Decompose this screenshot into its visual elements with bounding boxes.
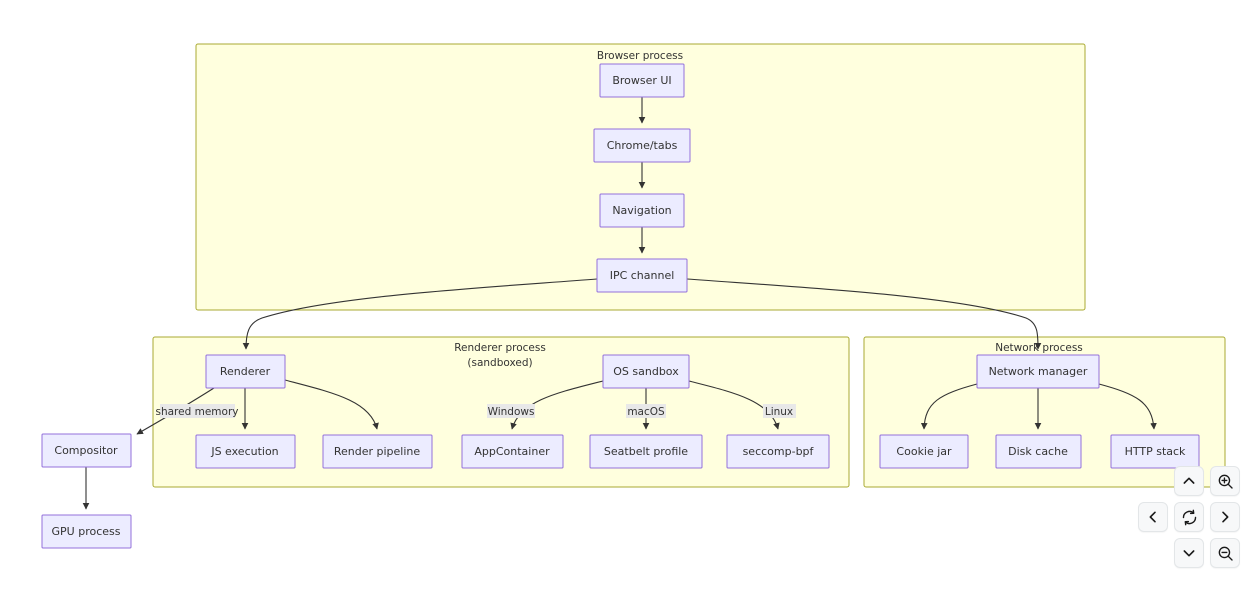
edge-network-manager-to-cookie-jar — [920, 383, 978, 430]
node-seatbelt-profile-rect[interactable] — [589, 434, 703, 469]
chevron-up-icon — [1183, 477, 1195, 484]
node-seatbelt-profile-label: Seatbelt profile — [604, 445, 688, 458]
cluster-renderer-process-label-line1: Renderer process — [454, 342, 546, 354]
node-renderer[interactable]: Renderer — [205, 354, 286, 389]
zoom-out-button[interactable] — [1210, 538, 1240, 568]
node-ipc-channel[interactable]: IPC channel — [596, 258, 688, 293]
edge-network-manager-to-http-stack — [1098, 383, 1157, 430]
pan-right-button[interactable] — [1210, 502, 1240, 532]
node-compositor-rect[interactable] — [41, 433, 132, 468]
zoom-out-icon — [1218, 546, 1233, 561]
pan-left-button[interactable] — [1138, 502, 1168, 532]
node-gpu-process-rect[interactable] — [41, 514, 132, 549]
node-appcontainer-label: AppContainer — [474, 445, 550, 458]
node-navigation-label: Navigation — [612, 204, 671, 217]
edge-label-windows: Windows — [487, 404, 535, 418]
cluster-renderer-process-label-line2: (sandboxed) — [467, 357, 532, 369]
node-seccomp-bpf[interactable]: seccomp-bpf — [726, 434, 830, 469]
node-render-pipeline-label: Render pipeline — [334, 445, 421, 458]
node-chrome-tabs-rect[interactable] — [593, 128, 691, 163]
node-ipc-channel-label: IPC channel — [610, 269, 675, 282]
node-os-sandbox-label: OS sandbox — [613, 365, 679, 378]
node-js-execution-rect[interactable] — [195, 434, 296, 469]
edge-label-linux-bg — [763, 404, 796, 418]
node-render-pipeline-rect[interactable] — [322, 434, 433, 469]
node-cookie-jar[interactable]: Cookie jar — [879, 434, 969, 469]
node-appcontainer-rect[interactable] — [461, 434, 564, 469]
edge-ipc-channel-to-network-manager — [686, 278, 1042, 350]
node-compositor[interactable]: Compositor — [41, 433, 132, 468]
node-cookie-jar-rect[interactable] — [879, 434, 969, 469]
node-gpu-process-label: GPU process — [52, 525, 121, 538]
cluster-browser-process-label: Browser process — [597, 50, 683, 62]
node-os-sandbox[interactable]: OS sandbox — [602, 354, 690, 389]
edge-label-windows-bg — [487, 404, 535, 418]
node-network-manager-label: Network manager — [989, 365, 1088, 378]
node-render-pipeline[interactable]: Render pipeline — [322, 434, 433, 469]
node-browser-ui[interactable]: Browser UI — [599, 63, 685, 98]
chevron-right-icon — [1222, 511, 1229, 523]
node-compositor-label: Compositor — [54, 444, 118, 457]
edge-label-macos: macOS — [626, 404, 666, 418]
node-chrome-tabs-label: Chrome/tabs — [607, 139, 678, 152]
node-browser-ui-label: Browser UI — [612, 74, 671, 87]
node-cookie-jar-label: Cookie jar — [896, 445, 952, 458]
edge-label-linux: Linux — [763, 404, 796, 418]
edge-label-macos-bg — [626, 404, 666, 418]
node-renderer-label: Renderer — [220, 365, 271, 378]
cluster-network-process-label: Network process — [995, 342, 1083, 354]
node-navigation-rect[interactable] — [599, 193, 685, 228]
pan-down-button[interactable] — [1174, 538, 1204, 568]
chevron-left-icon — [1149, 511, 1156, 523]
node-seatbelt-profile[interactable]: Seatbelt profile — [589, 434, 703, 469]
zoom-in-icon — [1218, 474, 1233, 489]
node-navigation[interactable]: Navigation — [599, 193, 685, 228]
node-gpu-process[interactable]: GPU process — [41, 514, 132, 549]
node-disk-cache[interactable]: Disk cache — [995, 434, 1082, 469]
edge-label-macos-text: macOS — [627, 406, 665, 418]
node-network-manager-rect[interactable] — [976, 354, 1100, 389]
edge-os-sandbox-to-seccomp-bpf — [688, 380, 780, 430]
node-http-stack[interactable]: HTTP stack — [1110, 434, 1200, 469]
edge-label-windows-text: Windows — [488, 406, 535, 418]
edge-renderer-to-render-pipeline — [284, 379, 379, 430]
edge-ipc-channel-to-renderer — [242, 278, 598, 350]
cluster-browser-process-rect — [195, 43, 1086, 311]
node-ipc-channel-rect[interactable] — [596, 258, 688, 293]
node-http-stack-label: HTTP stack — [1125, 445, 1186, 458]
node-chrome-tabs[interactable]: Chrome/tabs — [593, 128, 691, 163]
node-network-manager[interactable]: Network manager — [976, 354, 1100, 389]
node-os-sandbox-rect[interactable] — [602, 354, 690, 389]
edge-label-shared-memory: shared memory — [156, 404, 239, 418]
node-http-stack-rect[interactable] — [1110, 434, 1200, 469]
pan-up-button[interactable] — [1174, 466, 1204, 496]
node-disk-cache-label: Disk cache — [1008, 445, 1068, 458]
node-js-execution[interactable]: JS execution — [195, 434, 296, 469]
node-seccomp-bpf-rect[interactable] — [726, 434, 830, 469]
chevron-down-icon — [1183, 550, 1195, 557]
edge-label-linux-text: Linux — [765, 406, 793, 418]
edge-label-shared-memory-bg — [160, 404, 235, 418]
edge-os-sandbox-to-appcontainer — [510, 380, 604, 430]
node-disk-cache-rect[interactable] — [995, 434, 1082, 469]
cluster-browser-process: Browser process — [195, 43, 1086, 311]
node-js-execution-label: JS execution — [210, 445, 278, 458]
zoom-in-button[interactable] — [1210, 466, 1240, 496]
node-appcontainer[interactable]: AppContainer — [461, 434, 564, 469]
node-seccomp-bpf-label: seccomp-bpf — [743, 445, 815, 458]
reset-view-button[interactable] — [1174, 502, 1204, 532]
refresh-icon — [1182, 509, 1196, 525]
node-browser-ui-rect[interactable] — [599, 63, 685, 98]
node-renderer-rect[interactable] — [205, 354, 286, 389]
edge-label-shared-memory-text: shared memory — [156, 406, 239, 418]
viewport-controls[interactable] — [1138, 466, 1244, 570]
